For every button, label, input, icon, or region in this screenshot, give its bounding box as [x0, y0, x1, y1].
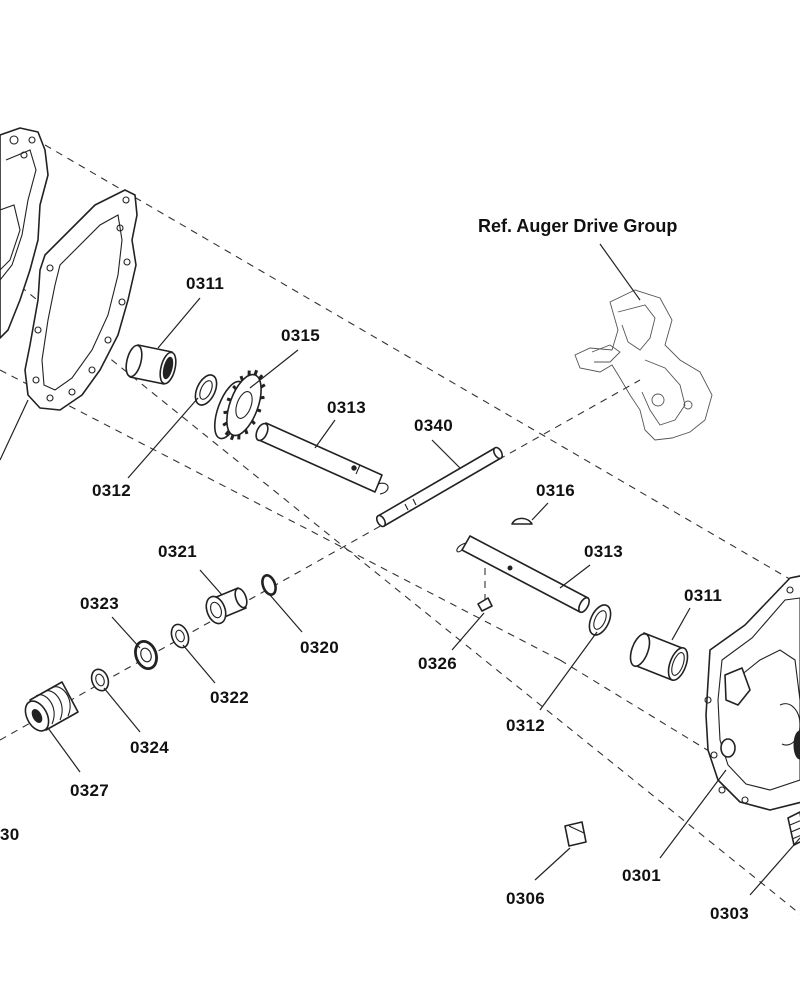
label-0306: 0306 — [506, 889, 545, 908]
gear-0315 — [213, 369, 266, 441]
shaft-0340 — [375, 446, 504, 528]
washer-0324 — [90, 668, 110, 692]
gear-tooth — [229, 434, 235, 441]
label-0311-top: 0311 — [186, 274, 224, 293]
gear-tooth — [260, 383, 266, 389]
label-0340: 0340 — [414, 416, 453, 435]
bushing-0311-right — [629, 632, 689, 682]
label-0312-left: 0312 — [92, 481, 131, 500]
gear-tooth — [222, 421, 228, 427]
flanged-bushing-0321 — [205, 587, 248, 625]
bushing-0311-top — [125, 344, 177, 385]
label-0322: 0322 — [210, 688, 249, 707]
gear-tooth — [260, 395, 265, 400]
label-0313-top: 0313 — [327, 398, 366, 417]
label-0311-right: 0311 — [684, 586, 722, 605]
gear-tooth — [256, 408, 262, 413]
label-0312-right: 0312 — [506, 716, 545, 735]
bearing-0323 — [134, 640, 158, 670]
shaft-0313-mid — [456, 535, 590, 614]
gear-tooth — [239, 375, 244, 381]
label-0326: 0326 — [418, 654, 457, 673]
left-gear-housing — [0, 127, 49, 339]
gearbox-housing-0301 — [704, 575, 800, 811]
label-0324: 0324 — [130, 738, 169, 757]
gear-tooth — [232, 384, 238, 391]
label-0313-mid: 0313 — [584, 542, 623, 561]
label-0327: 0327 — [70, 781, 109, 800]
snap-ring-0320 — [261, 574, 277, 596]
gasket — [0, 189, 138, 461]
gear-tooth — [223, 410, 228, 415]
gear-tooth — [250, 419, 256, 426]
key-0316 — [511, 517, 533, 525]
gear-tooth — [226, 397, 232, 402]
pin-0326 — [477, 597, 493, 612]
label-0323: 0323 — [80, 594, 119, 613]
screw-0303 — [787, 811, 800, 846]
plug-0306 — [564, 821, 587, 847]
reference-label: Ref. Auger Drive Group — [478, 216, 677, 236]
leader-lines — [47, 297, 800, 896]
shaft-0313-top — [255, 422, 389, 495]
part-labels: Ref. Auger Drive Group 0311 0315 0313 03… — [0, 216, 749, 923]
label-0303: 0303 — [710, 904, 749, 923]
auger-drive-group-reference — [574, 243, 713, 441]
worm-gear-0327 — [24, 681, 79, 732]
gear-tooth — [244, 429, 249, 435]
label-0330-partial: 30 — [0, 825, 20, 844]
gear-tooth — [257, 374, 264, 380]
label-0316: 0316 — [536, 481, 575, 500]
gear-tooth — [224, 430, 231, 436]
washer-0322 — [170, 623, 190, 649]
label-0321: 0321 — [158, 542, 197, 561]
gear-tooth — [253, 369, 259, 376]
label-0315: 0315 — [281, 326, 320, 345]
washer-0312-top — [194, 374, 218, 406]
label-0301: 0301 — [622, 866, 661, 885]
label-0320: 0320 — [300, 638, 339, 657]
washer-0312-right — [588, 604, 612, 636]
